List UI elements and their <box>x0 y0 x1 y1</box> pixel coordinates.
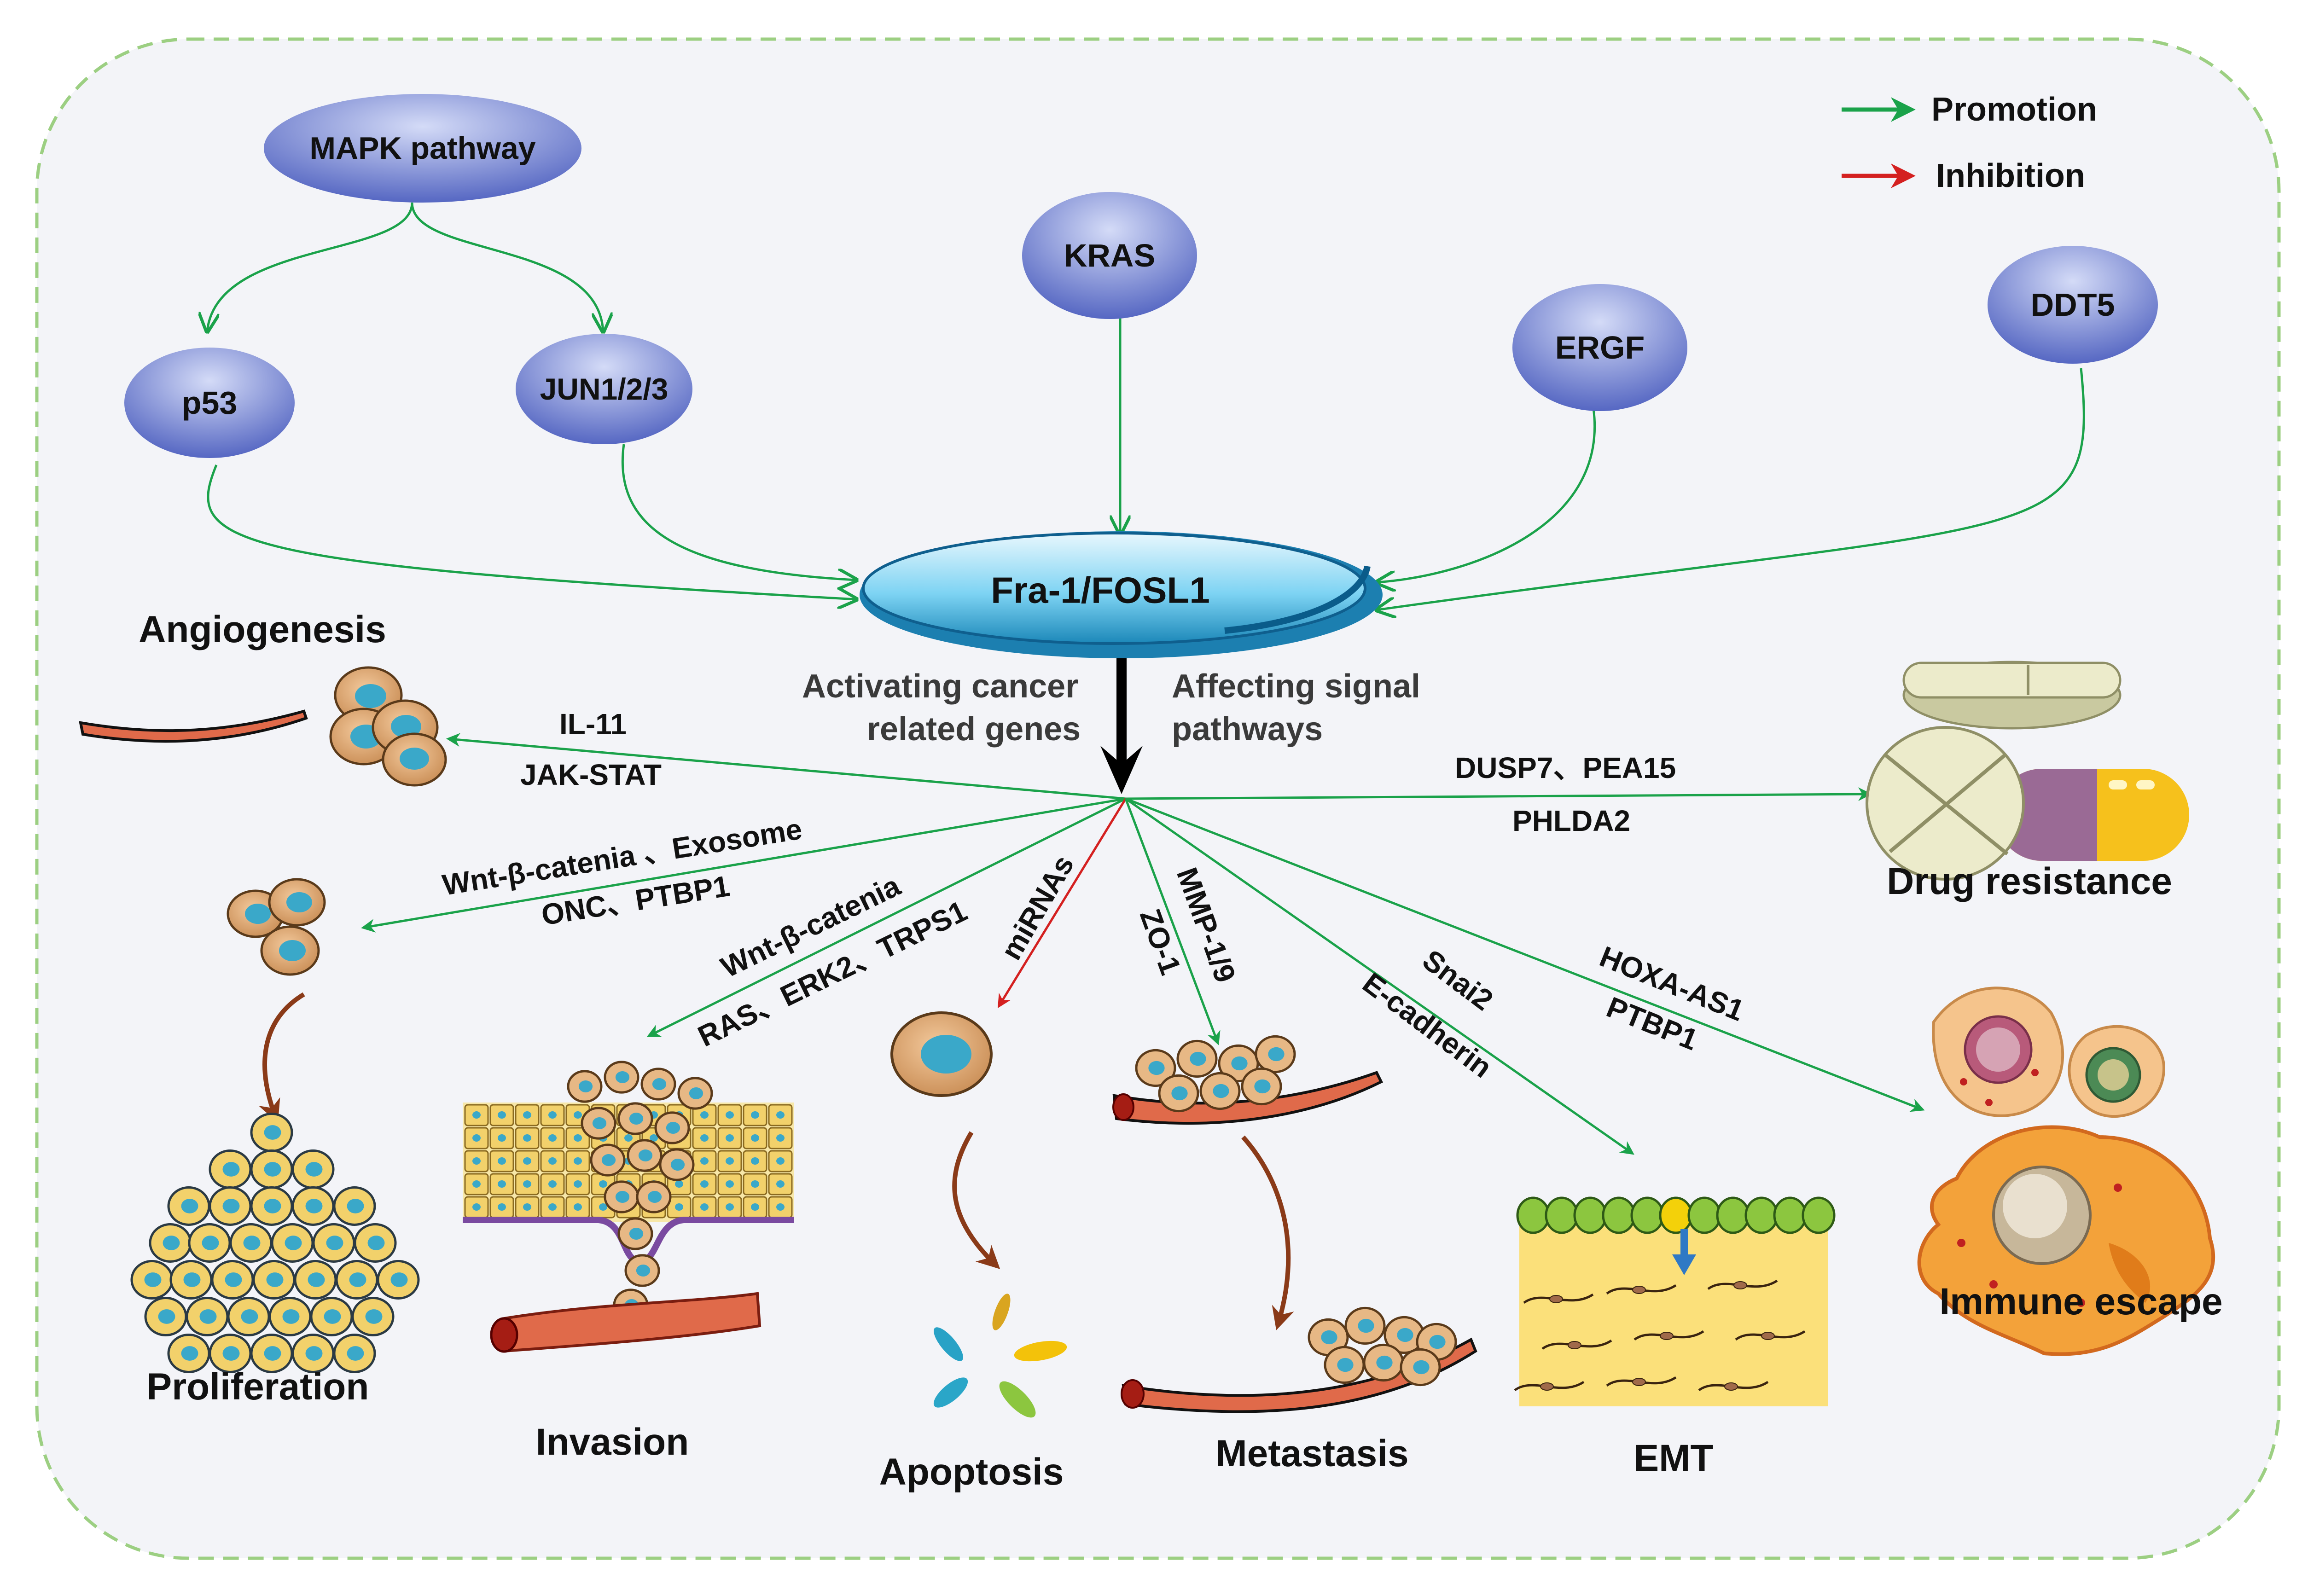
arrow-mapk-jun <box>411 202 603 331</box>
apoptosis-illustration <box>890 1011 1067 1418</box>
arrow-emt <box>1125 797 1634 1155</box>
node-mapk: MAPK pathway <box>264 94 581 203</box>
node-p53: p53 <box>124 348 295 458</box>
node-ddt5: DDT5 <box>1988 246 2158 364</box>
arrow-apoptosis <box>997 798 1127 1009</box>
arrow-jun-center <box>621 444 856 580</box>
node-jun: JUN1/2/3 <box>516 334 692 444</box>
black-arrow-icon <box>1100 658 1143 794</box>
metastasis-curved-arrow <box>1241 1135 1294 1330</box>
center-note-right-2: pathways <box>1172 711 1323 748</box>
proliferation-cell-mass <box>130 1113 420 1373</box>
angiogenesis-cells <box>329 666 447 787</box>
proliferation-illustration <box>130 878 420 1373</box>
metastasis-illustration <box>1112 1035 1477 1413</box>
arrow-p53-center <box>207 464 856 599</box>
arrow-proliferation <box>361 797 1126 933</box>
outcome-drug: Drug resistance <box>1887 860 2172 902</box>
invasion-cell-cluster <box>567 1061 713 1322</box>
label-jakstat: JAK-STAT <box>520 758 662 791</box>
invasion-illustration <box>463 1061 794 1353</box>
center-note-right-1: Affecting signal <box>1172 668 1420 705</box>
arrow-ergf-center <box>1377 405 1596 582</box>
emt-illustration <box>1514 1196 1836 1406</box>
apoptosis-fragments <box>933 1294 1067 1418</box>
node-center-label: Fra-1/FOSL1 <box>991 570 1210 611</box>
node-ergf: ERGF <box>1512 284 1687 411</box>
emt-epithelial-row <box>1516 1196 1836 1234</box>
arrow-angiogenesis <box>446 733 1126 800</box>
arrow-metastasis <box>1124 798 1221 1045</box>
upstream-arrows <box>207 202 2085 610</box>
outcome-metastasis: Metastasis <box>1215 1433 1408 1474</box>
metastasis-top-cluster <box>1135 1035 1296 1113</box>
node-kras-label: KRAS <box>1064 238 1155 273</box>
proliferation-curved-arrow <box>258 992 305 1123</box>
node-kras: KRAS <box>1022 192 1197 319</box>
outcome-immune: Immune escape <box>1939 1281 2222 1323</box>
node-mapk-label: MAPK pathway <box>309 131 535 166</box>
node-jun-label: JUN1/2/3 <box>540 372 669 406</box>
outcome-emt: EMT <box>1633 1437 1713 1479</box>
center-note-left-1: Activating cancer <box>802 668 1078 705</box>
metastasis-bottom-cluster <box>1308 1306 1457 1387</box>
legend: Promotion Inhibition <box>1842 91 2097 194</box>
arrow-drug <box>1125 787 1872 801</box>
arrow-immune <box>1125 797 1925 1112</box>
apoptosis-curved-arrow <box>952 1131 1000 1269</box>
outcome-invasion: Invasion <box>536 1421 689 1463</box>
legend-inhibition: Inhibition <box>1936 157 2085 194</box>
downstream-arrows <box>361 733 1925 1155</box>
outcome-proliferation: Proliferation <box>147 1366 369 1408</box>
arrow-mapk-p53 <box>207 202 413 331</box>
label-phlda2: PHLDA2 <box>1512 804 1630 837</box>
immune-illustration <box>1917 987 2215 1356</box>
arrow-ddt5-center <box>1377 368 2085 610</box>
node-ergf-label: ERGF <box>1555 330 1645 366</box>
outcome-angiogenesis: Angiogenesis <box>139 609 386 650</box>
drug-illustration <box>1866 661 2189 881</box>
node-center: Fra-1/FOSL1 <box>860 531 1383 658</box>
label-il11: IL-11 <box>559 708 627 741</box>
label-dusp7: DUSP7、PEA15 <box>1455 751 1676 784</box>
angiogenesis-illustration <box>79 666 447 787</box>
outcome-apoptosis: Apoptosis <box>879 1451 1064 1493</box>
node-p53-label: p53 <box>182 385 238 421</box>
emt-mesenchymal-cells <box>1514 1279 1806 1392</box>
arrow-invasion <box>646 797 1127 1037</box>
legend-promotion: Promotion <box>1931 91 2097 128</box>
emt-down-arrow-icon <box>1672 1254 1696 1275</box>
node-ddt5-label: DDT5 <box>2031 287 2115 323</box>
center-note-left-2: related genes <box>867 711 1081 748</box>
